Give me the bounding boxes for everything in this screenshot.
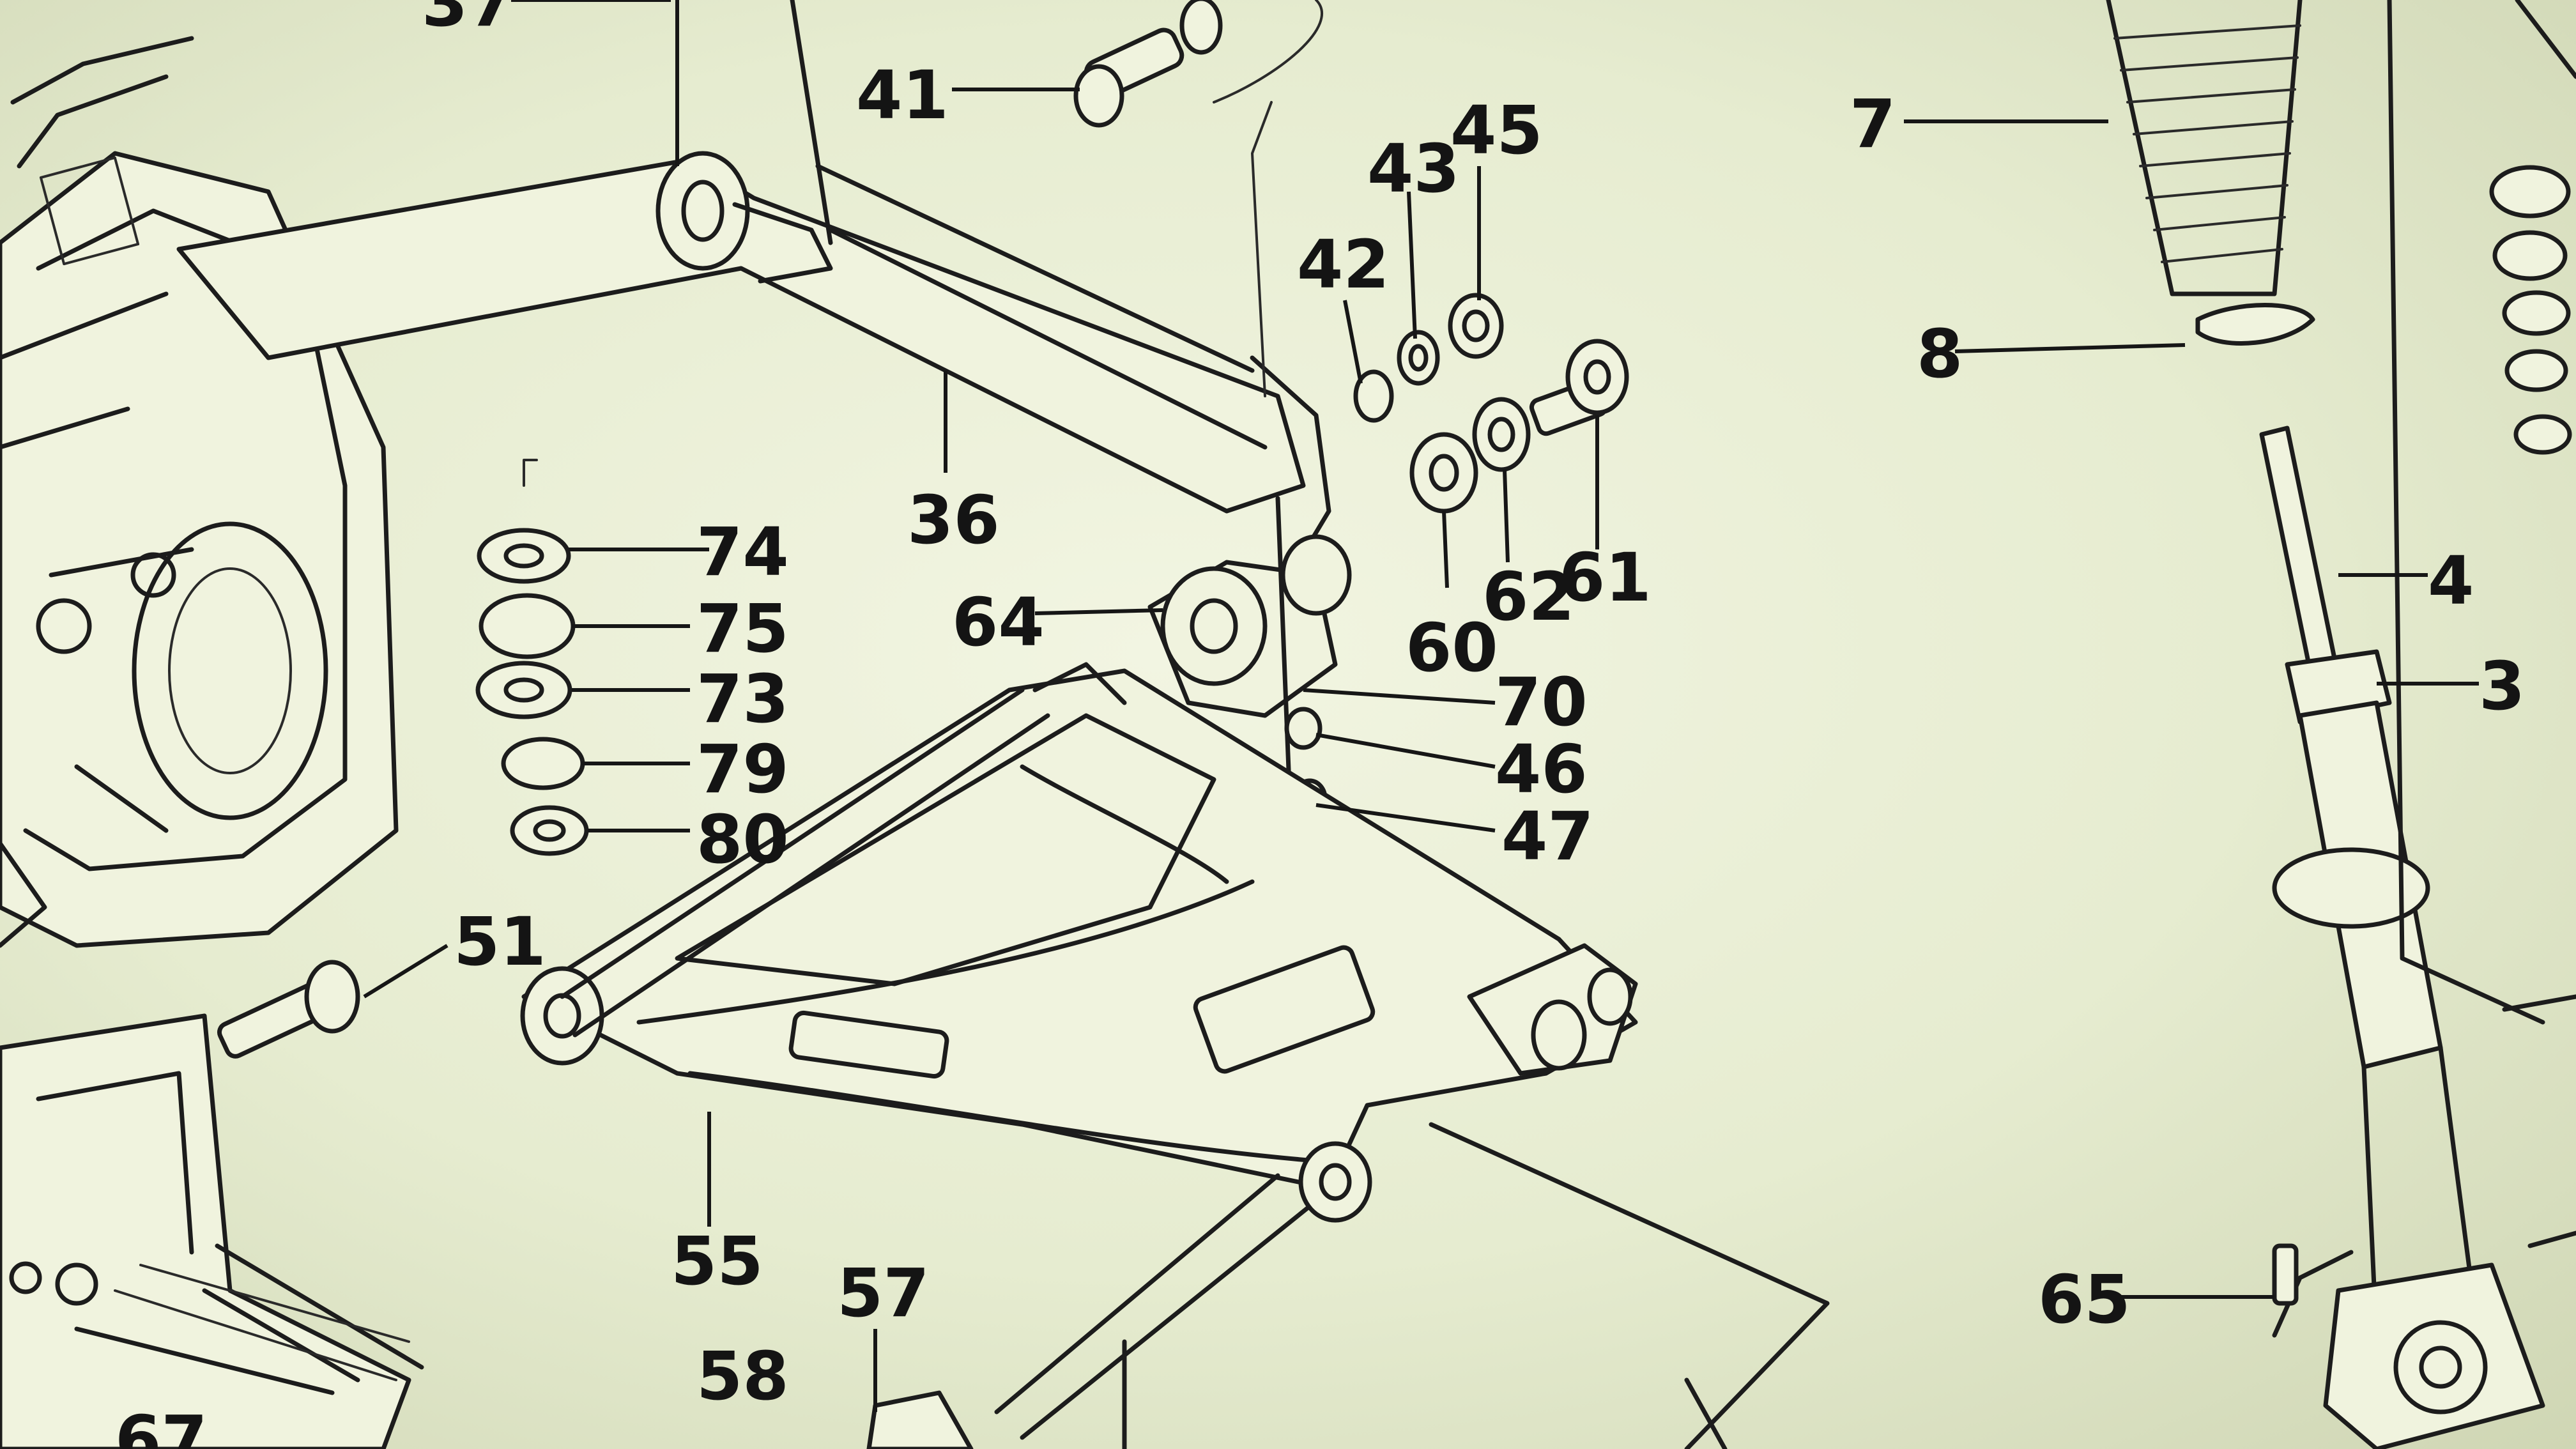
callout-47: 47 [1501, 797, 1594, 875]
callout-37: 37 [422, 0, 514, 42]
callout-numbers: 37 41 42 43 45 7 8 36 74 75 73 79 80 64 … [115, 0, 2525, 1449]
callout-65: 65 [2038, 1261, 2131, 1338]
bolt-41 [1073, 0, 1223, 128]
callout-62: 62 [1482, 558, 1575, 636]
coil-spring [2106, 0, 2315, 346]
callout-45: 45 [1450, 91, 1543, 169]
callout-79: 79 [696, 730, 789, 808]
callout-43: 43 [1367, 130, 1460, 208]
washers-bolt-60-62-61 [1409, 339, 1629, 514]
callout-70: 70 [1495, 663, 1588, 741]
callout-74: 74 [696, 513, 789, 591]
callout-42: 42 [1297, 226, 1390, 303]
callout-7: 7 [1850, 85, 1896, 163]
callout-55: 55 [671, 1222, 763, 1300]
right-edge-parts [2272, 0, 2576, 1338]
lower-links-and-bolts [217, 687, 1830, 1449]
callout-36: 36 [907, 481, 1000, 559]
callout-67: 67 [115, 1401, 208, 1449]
callout-75: 75 [696, 590, 789, 668]
strut-shock-absorber [2259, 425, 2545, 1449]
callout-46: 46 [1495, 730, 1588, 808]
callout-3: 3 [2479, 647, 2525, 725]
callout-58: 58 [696, 1337, 789, 1415]
callout-73: 73 [696, 660, 789, 738]
callout-4: 4 [2428, 542, 2474, 620]
bushing-stack-74-80 [475, 459, 589, 856]
callout-60: 60 [1406, 609, 1498, 687]
callout-leader-lines [363, 0, 2479, 1412]
upper-link-arm [176, 0, 1331, 578]
left-frame-housing [0, 36, 399, 948]
callout-61: 61 [1559, 539, 1652, 617]
callout-8: 8 [1917, 315, 1963, 393]
nuts-washers-42-43-45 [1353, 293, 1504, 423]
pivot-bracket [1147, 496, 1352, 820]
callout-57: 57 [837, 1254, 930, 1332]
callout-64: 64 [952, 583, 1045, 661]
lower-left-panel [0, 1013, 424, 1449]
callout-80: 80 [696, 801, 789, 878]
callout-51: 51 [454, 903, 546, 981]
lower-control-arm [521, 662, 1638, 1191]
callout-41: 41 [856, 56, 949, 134]
